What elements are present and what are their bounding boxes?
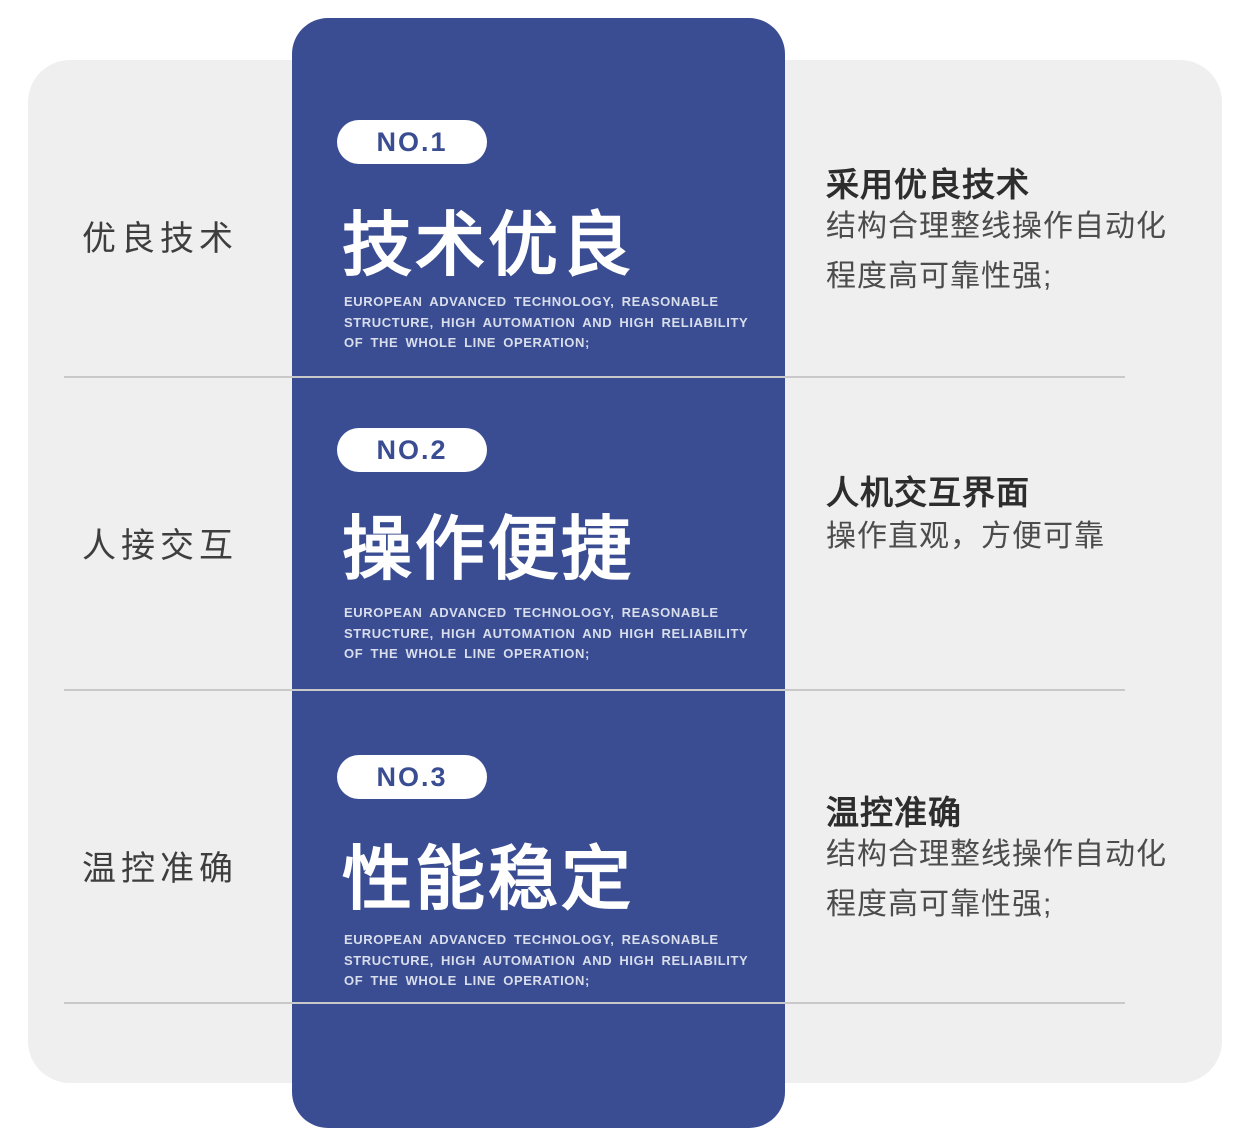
caption-line: STRUCTURE, HIGH AUTOMATION AND HIGH RELI…	[344, 952, 749, 968]
card-caption-3: EUROPEAN ADVANCED TECHNOLOGY, REASONABLE…	[344, 930, 754, 992]
caption-line: STRUCTURE, HIGH AUTOMATION AND HIGH RELI…	[344, 625, 749, 641]
rank-badge-2: NO.2	[337, 428, 487, 472]
caption-line: OF THE WHOLE LINE OPERATION;	[344, 973, 590, 988]
right-body-3: 结构合理整线操作自动化 程度高可靠性强;	[826, 830, 1226, 930]
card-caption-2: EUROPEAN ADVANCED TECHNOLOGY, REASONABLE…	[344, 603, 754, 665]
section-divider-2	[64, 689, 1125, 691]
caption-line: EUROPEAN ADVANCED TECHNOLOGY, REASONABLE	[344, 294, 719, 309]
caption-line: STRUCTURE, HIGH AUTOMATION AND HIGH RELI…	[344, 314, 749, 330]
right-title-3: 温控准确	[826, 794, 962, 831]
right-body-2: 操作直观，方便可靠	[826, 512, 1226, 562]
card-caption-1: EUROPEAN ADVANCED TECHNOLOGY, REASONABLE…	[344, 292, 754, 354]
feature-card: NO.1 技术优良 EUROPEAN ADVANCED TECHNOLOGY, …	[292, 18, 785, 1128]
section-divider-3	[64, 1002, 1125, 1004]
caption-line: EUROPEAN ADVANCED TECHNOLOGY, REASONABLE	[344, 932, 719, 947]
right-title-2: 人机交互界面	[826, 474, 1030, 511]
left-feature-label-2: 人接交互	[82, 527, 238, 565]
right-body-1: 结构合理整线操作自动化 程度高可靠性强;	[826, 202, 1226, 302]
caption-line: OF THE WHOLE LINE OPERATION;	[344, 646, 590, 661]
caption-line: EUROPEAN ADVANCED TECHNOLOGY, REASONABLE	[344, 605, 719, 620]
rank-badge-1: NO.1	[337, 120, 487, 164]
right-body-line: 结构合理整线操作自动化	[826, 838, 1167, 871]
right-body-line: 操作直观，方便可靠	[826, 520, 1105, 553]
left-feature-label-3: 温控准确	[82, 850, 238, 888]
caption-line: OF THE WHOLE LINE OPERATION;	[344, 335, 590, 350]
right-body-line: 程度高可靠性强;	[826, 888, 1053, 921]
card-title-2: 操作便捷	[342, 510, 634, 588]
right-body-line: 结构合理整线操作自动化	[826, 210, 1167, 243]
card-title-1: 技术优良	[342, 206, 634, 284]
rank-badge-3: NO.3	[337, 755, 487, 799]
right-title-1: 采用优良技术	[826, 166, 1030, 203]
card-title-3: 性能稳定	[342, 840, 634, 918]
left-feature-label-1: 优良技术	[82, 220, 238, 258]
section-divider-1	[64, 376, 1125, 378]
right-body-line: 程度高可靠性强;	[826, 260, 1053, 293]
